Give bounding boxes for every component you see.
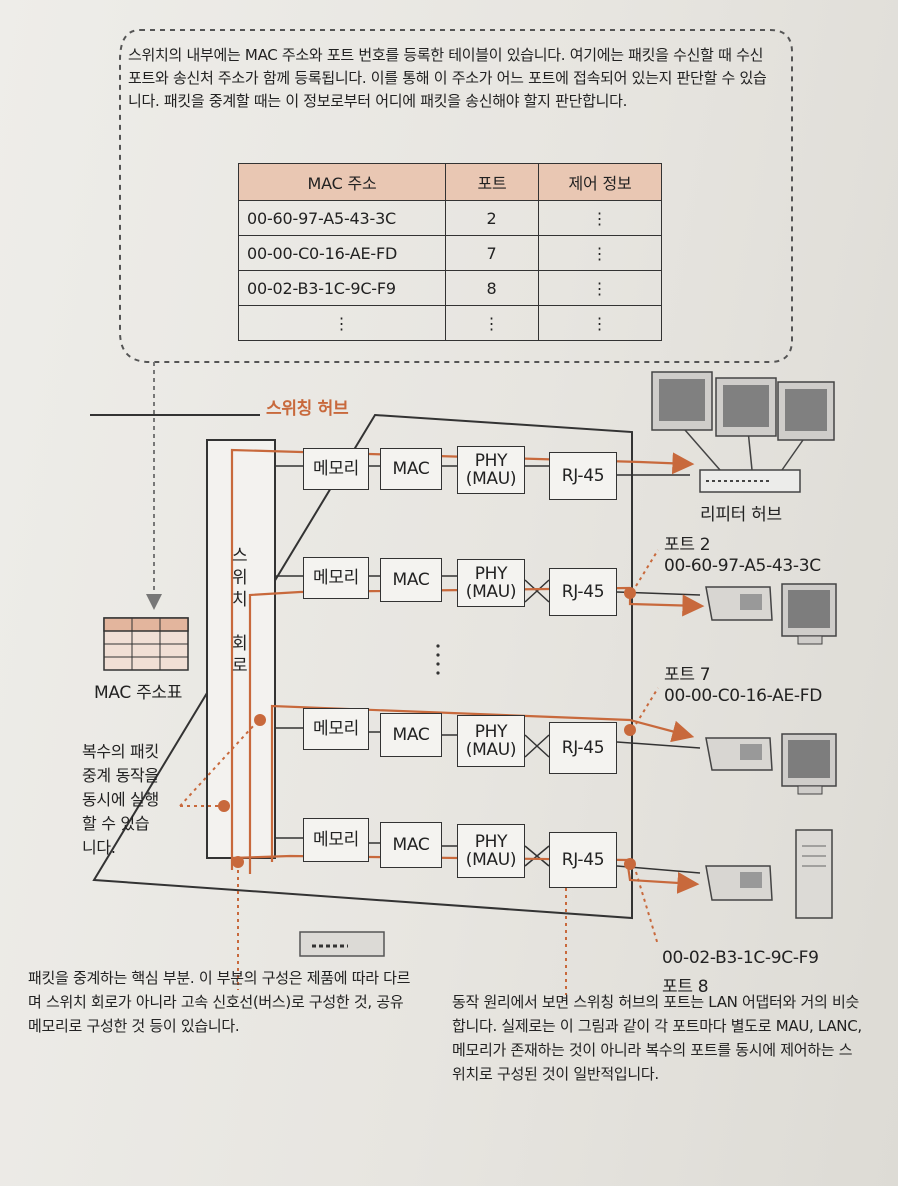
cell-control: ⋮	[538, 305, 662, 341]
switching-hub-frame	[90, 413, 633, 920]
cell-control: ⋮	[538, 235, 662, 271]
memory-block: 메모리	[303, 448, 369, 490]
rj45-block: RJ-45	[549, 832, 617, 888]
memory-block: 메모리	[303, 557, 369, 599]
phy-block: PHY (MAU)	[457, 446, 525, 494]
table-row: ⋮ ⋮ ⋮	[238, 305, 662, 341]
cell-control: ⋮	[538, 270, 662, 306]
port-note: 동작 원리에서 보면 스위칭 허브의 포트는 LAN 어댑터와 거의 비슷합니다…	[452, 993, 862, 1083]
parallel-note: 복수의 패킷 중계 동작을 동시에 실행 할 수 있습 니다.	[82, 742, 159, 857]
phy-block: PHY (MAU)	[457, 824, 525, 878]
mac-table-label: MAC 주소표	[94, 683, 183, 703]
table-row: 00-02-B3-1C-9C-F9 8 ⋮	[238, 270, 662, 306]
mac-block: MAC	[380, 448, 442, 490]
switch-circuit-box	[206, 439, 276, 859]
header-port: 포트	[445, 163, 539, 201]
cell-port: 8	[445, 270, 539, 306]
header-mac: MAC 주소	[238, 163, 446, 201]
rj45-block: RJ-45	[549, 722, 617, 774]
repeater-hub-icon	[651, 371, 835, 493]
cell-port: 2	[445, 200, 539, 236]
mac-block: MAC	[380, 822, 442, 868]
switch-circuit-label: 스 위 치 회 로	[232, 546, 248, 676]
repeater-label: 리피터 허브	[700, 505, 782, 525]
table-row: 00-00-C0-16-AE-FD 7 ⋮	[238, 235, 662, 271]
cell-port: 7	[445, 235, 539, 271]
mac-block: MAC	[380, 713, 442, 757]
mac-address-table: MAC 주소 포트 제어 정보 00-60-97-A5-43-3C 2 ⋮ 00…	[238, 163, 662, 341]
mac-block: MAC	[380, 558, 442, 602]
port8-mac: 00-02-B3-1C-9C-F9	[662, 948, 819, 968]
port7-mac: 00-00-C0-16-AE-FD	[664, 686, 823, 706]
port8-label: 포트 8	[662, 977, 709, 997]
port7-label: 포트 7	[664, 665, 711, 685]
memory-block: 메모리	[303, 818, 369, 862]
phy-block: PHY (MAU)	[457, 715, 525, 767]
rj45-block: RJ-45	[549, 568, 617, 616]
cell-mac: ⋮	[238, 305, 446, 341]
pc-port2-icon	[705, 583, 837, 645]
cell-mac: 00-00-C0-16-AE-FD	[238, 235, 446, 271]
cell-port: ⋮	[445, 305, 539, 341]
top-note: 스위치의 내부에는 MAC 주소와 포트 번호를 등록한 테이블이 있습니다. …	[128, 46, 767, 110]
cell-mac: 00-02-B3-1C-9C-F9	[238, 270, 446, 306]
port2-label: 포트 2	[664, 535, 711, 555]
hub-title: 스위칭 허브	[266, 399, 349, 419]
cell-control: ⋮	[538, 200, 662, 236]
pc-port7-icon	[705, 733, 837, 795]
hub-device-icon	[299, 931, 385, 957]
port2-mac: 00-60-97-A5-43-3C	[664, 556, 821, 576]
core-note: 패킷을 중계하는 핵심 부분. 이 부분의 구성은 제품에 따라 다르며 스위치…	[28, 969, 411, 1035]
phy-block: PHY (MAU)	[457, 559, 525, 607]
memory-block: 메모리	[303, 708, 369, 750]
header-control: 제어 정보	[538, 163, 662, 201]
top-callout-frame	[119, 29, 793, 363]
server-port8-icon	[705, 829, 833, 919]
cell-mac: 00-60-97-A5-43-3C	[238, 200, 446, 236]
table-row: 00-60-97-A5-43-3C 2 ⋮	[238, 200, 662, 236]
mac-table-icon	[103, 617, 189, 671]
rj45-block: RJ-45	[549, 452, 617, 500]
